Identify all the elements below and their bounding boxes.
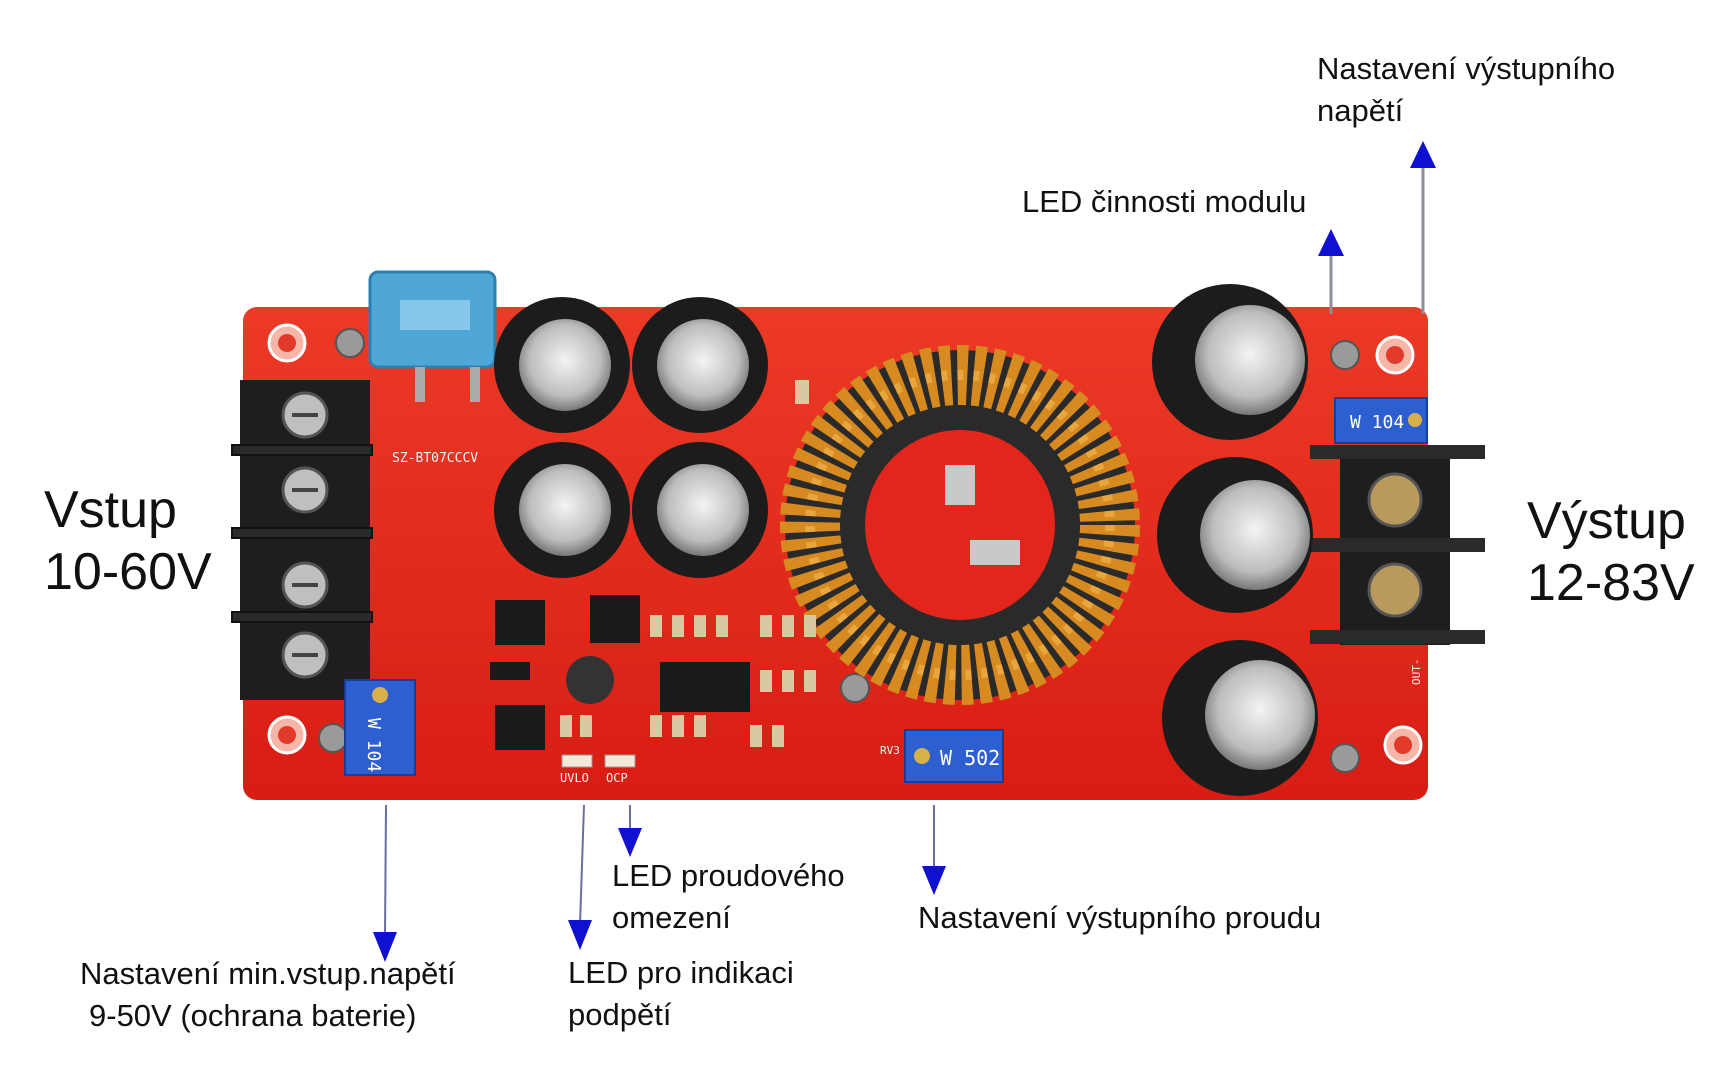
board-model-text: SZ-BT07CCCV: [392, 451, 478, 466]
arrow-min-input-voltage: [373, 804, 397, 962]
input-capacitors: [494, 297, 768, 578]
potentiometer-output-current: W 502: [904, 729, 1004, 783]
current-limit-led-label: LED proudového omezení: [612, 855, 845, 939]
rv3-text: RV3: [880, 744, 900, 757]
ics: [490, 595, 750, 750]
toroid-inductor: [780, 345, 1140, 705]
arrow-module-led: [1318, 229, 1344, 314]
input-label: Vstup 10-60V: [44, 479, 212, 603]
output-label-range: 12-83V: [1527, 554, 1695, 612]
min-input-voltage-line2: 9-50V (ochrana baterie): [89, 998, 417, 1033]
potentiometer-output-voltage: W 104: [1334, 397, 1428, 444]
arrow-output-voltage: [1410, 141, 1436, 314]
output-label-title: Výstup: [1527, 492, 1686, 550]
arrow-current-limit-led: [618, 805, 642, 857]
led-ocp: [604, 754, 636, 768]
output-capacitors: [1152, 284, 1318, 796]
output-voltage-adj-label: Nastavení výstupního napětí: [1317, 48, 1615, 132]
ocp-text: OCP: [606, 771, 628, 785]
current-limit-led-line1: LED proudového: [612, 858, 845, 893]
undervoltage-led-line2: podpětí: [568, 997, 672, 1032]
output-voltage-adj-line1: Nastavení výstupního: [1317, 51, 1616, 86]
potentiometer-min-input-voltage: W 104: [344, 679, 416, 776]
arrow-undervoltage-led: [568, 804, 592, 950]
smd-components: [560, 380, 816, 747]
output-voltage-adj-line2: napětí: [1317, 93, 1404, 128]
input-label-range: 10-60V: [44, 543, 212, 601]
undervoltage-led-line1: LED pro indikaci: [568, 955, 794, 990]
output-terminal-block: [1310, 445, 1485, 645]
min-input-voltage-label: Nastavení min.vstup.napětí 9-50V (ochran…: [80, 953, 456, 1037]
pot-center-text: W 502: [940, 746, 1000, 770]
input-terminal-block: [231, 380, 373, 700]
pot-right-text: W 104: [1350, 412, 1404, 433]
output-current-adj-label: Nastavení výstupního proudu: [918, 900, 1322, 935]
module-led-label: LED činnosti modulu: [1022, 184, 1307, 219]
output-label: Výstup 12-83V: [1527, 490, 1695, 614]
fuse: [368, 270, 497, 402]
out-text: OUT-: [1410, 659, 1423, 686]
uvlo-text: UVLO: [560, 771, 589, 785]
input-label-title: Vstup: [44, 481, 177, 539]
pot-left-text: W 104: [363, 718, 384, 772]
current-limit-led-line2: omezení: [612, 900, 731, 935]
undervoltage-led-label: LED pro indikaci podpětí: [568, 952, 794, 1036]
min-input-voltage-line1: Nastavení min.vstup.napětí: [80, 956, 456, 991]
arrow-output-current: [922, 805, 946, 895]
led-uvlo: [561, 754, 593, 768]
